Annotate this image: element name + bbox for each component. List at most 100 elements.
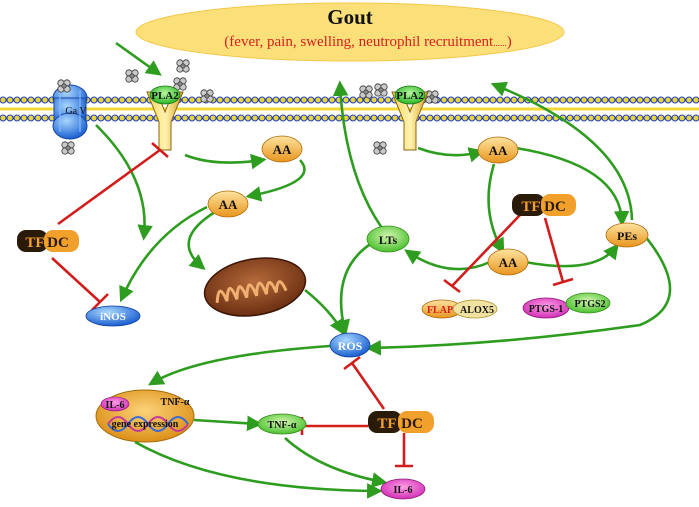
membrane-bead <box>650 114 658 122</box>
membrane-bead <box>251 114 259 122</box>
membrane-bead <box>300 96 308 104</box>
membrane-bead <box>272 114 280 122</box>
membrane-bead <box>559 96 567 104</box>
membrane-bead <box>132 96 140 104</box>
pes-label: PEs <box>617 229 637 243</box>
membrane-bead <box>237 114 245 122</box>
mitochondrion-icon <box>203 257 307 317</box>
svg-text:DC: DC <box>544 199 566 215</box>
membrane-bead <box>230 96 238 104</box>
membrane-bead <box>573 96 581 104</box>
gene-expression-label: gene expression <box>112 419 179 430</box>
node-lts: LTs <box>366 225 410 253</box>
membrane-bead <box>111 96 119 104</box>
il6-label: IL-6 <box>394 485 413 496</box>
membrane-bead <box>440 114 448 122</box>
membrane-bead <box>286 96 294 104</box>
membrane-bead <box>97 114 105 122</box>
gout-title: Gout <box>327 5 373 29</box>
inhibit-tfdc-left-inos <box>51 257 101 303</box>
node-inos: iNOS <box>85 305 141 327</box>
membrane-bead <box>419 114 427 122</box>
membrane-bead <box>34 114 42 122</box>
membrane-bead <box>27 114 35 122</box>
membrane-bead <box>90 96 98 104</box>
membrane-bead <box>678 96 686 104</box>
membrane-bead <box>97 96 105 104</box>
membrane-bead <box>650 96 658 104</box>
membrane-bead <box>510 114 518 122</box>
aa-label: AA <box>219 197 238 212</box>
membrane-bead <box>461 96 469 104</box>
membrane-bead <box>671 96 679 104</box>
membrane-bead <box>104 96 112 104</box>
membrane-bead <box>489 96 497 104</box>
membrane-bead <box>244 114 252 122</box>
arrow-pla2-right-to-aa-top-right <box>417 146 485 163</box>
nucleus-icon: IL-6 TNF-α gene expression <box>95 389 195 443</box>
membrane-bead <box>279 96 287 104</box>
node-aa-top-right: AA <box>477 136 519 164</box>
membrane-bead <box>545 114 553 122</box>
inhibit-tfdc-right-flap <box>451 214 521 287</box>
membrane-bead <box>279 114 287 122</box>
membrane-bead <box>524 114 532 122</box>
inhibit-tfdc-bottom-ros <box>350 362 386 410</box>
membrane-bead <box>475 96 483 104</box>
node-tnf-alpha: TNF-α <box>257 413 307 435</box>
ptgs2-label: PTGS2 <box>574 299 605 310</box>
membrane-bead <box>13 96 21 104</box>
arrow-aa-mid-left-to-inos <box>119 205 208 303</box>
membrane-bead <box>447 96 455 104</box>
membrane-bead <box>111 114 119 122</box>
membrane-bead <box>657 96 665 104</box>
svg-text:TF: TF <box>377 416 396 432</box>
membrane-bead <box>181 114 189 122</box>
membrane-bead <box>216 96 224 104</box>
membrane-bead <box>391 114 399 122</box>
membrane-bead <box>447 114 455 122</box>
membrane-bead <box>188 96 196 104</box>
membrane-bead <box>363 114 371 122</box>
membrane-bead <box>678 114 686 122</box>
membrane-bead <box>461 114 469 122</box>
arrow-ros-to-nucleus <box>147 344 331 386</box>
membrane-bead <box>34 96 42 104</box>
membrane-bead <box>139 114 147 122</box>
membrane-bead <box>181 96 189 104</box>
arrow-aa-top-right-to-aa-mid-right <box>487 163 505 255</box>
arrow-nucleus-to-tnf <box>193 415 263 432</box>
arrow-particles-to-pla2 <box>115 41 162 76</box>
membrane-bead <box>496 114 504 122</box>
arrow-pes-to-membrane <box>490 81 634 221</box>
membrane-bead <box>671 114 679 122</box>
membrane-bead <box>321 114 329 122</box>
membrane-bead <box>384 96 392 104</box>
membrane-bead <box>566 96 574 104</box>
membrane-bead <box>293 114 301 122</box>
membrane-bead <box>489 114 497 122</box>
membrane-bead <box>216 114 224 122</box>
pla2-label: PLA2 <box>151 90 179 102</box>
svg-text:TF: TF <box>25 235 44 251</box>
membrane-bead <box>545 96 553 104</box>
arrow-aa-top-left-to-aa-mid-left <box>245 159 306 202</box>
membrane-bead <box>258 96 266 104</box>
node-ptgs: PTGS-1 PTGS2 <box>522 292 611 319</box>
membrane-bead <box>118 96 126 104</box>
crystal-particle-icon <box>61 141 75 155</box>
tfdc-box-left: TF DC <box>17 230 79 252</box>
membrane-bead <box>146 114 154 122</box>
membrane-bead <box>258 114 266 122</box>
node-flap-alox5: FLAP ALOX5 <box>421 299 498 319</box>
membrane-bead <box>636 96 644 104</box>
svg-text:TF: TF <box>521 199 540 215</box>
node-ros: ROS <box>329 332 371 358</box>
node-aa-mid-left: AA <box>207 190 249 218</box>
membrane-bead <box>622 114 630 122</box>
membrane-bead <box>307 114 315 122</box>
membrane-bead <box>321 96 329 104</box>
cell-membrane <box>0 96 699 122</box>
membrane-bead <box>223 96 231 104</box>
arrow-aa-mid-left-to-mitochondrion <box>187 210 216 271</box>
